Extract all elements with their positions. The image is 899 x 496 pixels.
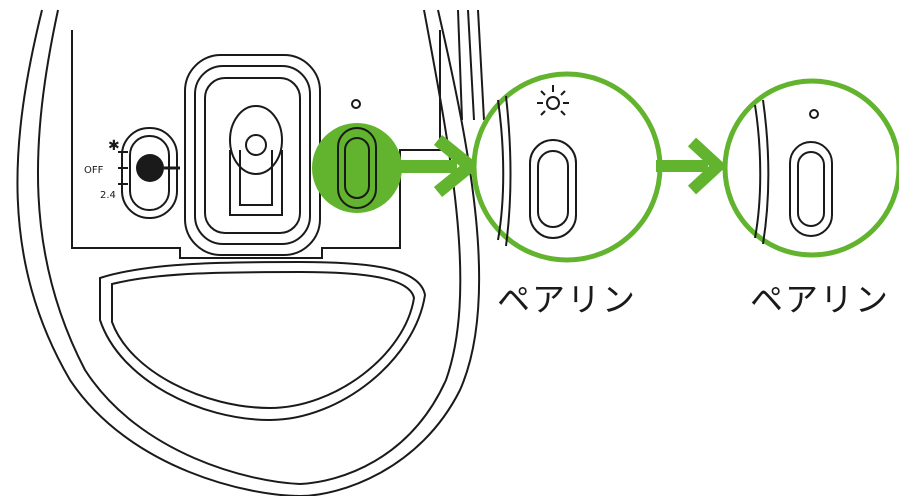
- arrow-right-icon: [395, 134, 481, 198]
- sensor-window: [184, 54, 321, 256]
- led-blink-icon: [537, 85, 569, 116]
- led-indicator: [351, 99, 361, 109]
- bluetooth-icon: ✱: [108, 138, 120, 154]
- switch-ghz-label: 2.4: [100, 190, 116, 201]
- pairing-button-highlight[interactable]: [312, 123, 402, 213]
- mode-switch[interactable]: [118, 127, 180, 219]
- arrow-right-icon: [656, 137, 727, 195]
- step-1-zoom: [471, 71, 663, 263]
- step-2-zoom: [722, 78, 899, 258]
- switch-off-label: OFF: [84, 165, 104, 176]
- mouse-body: [16, 9, 485, 496]
- step-2-caption: ペアリン: [750, 280, 890, 319]
- step-1-caption: ペアリン: [497, 280, 637, 319]
- led-off-icon: [809, 109, 819, 119]
